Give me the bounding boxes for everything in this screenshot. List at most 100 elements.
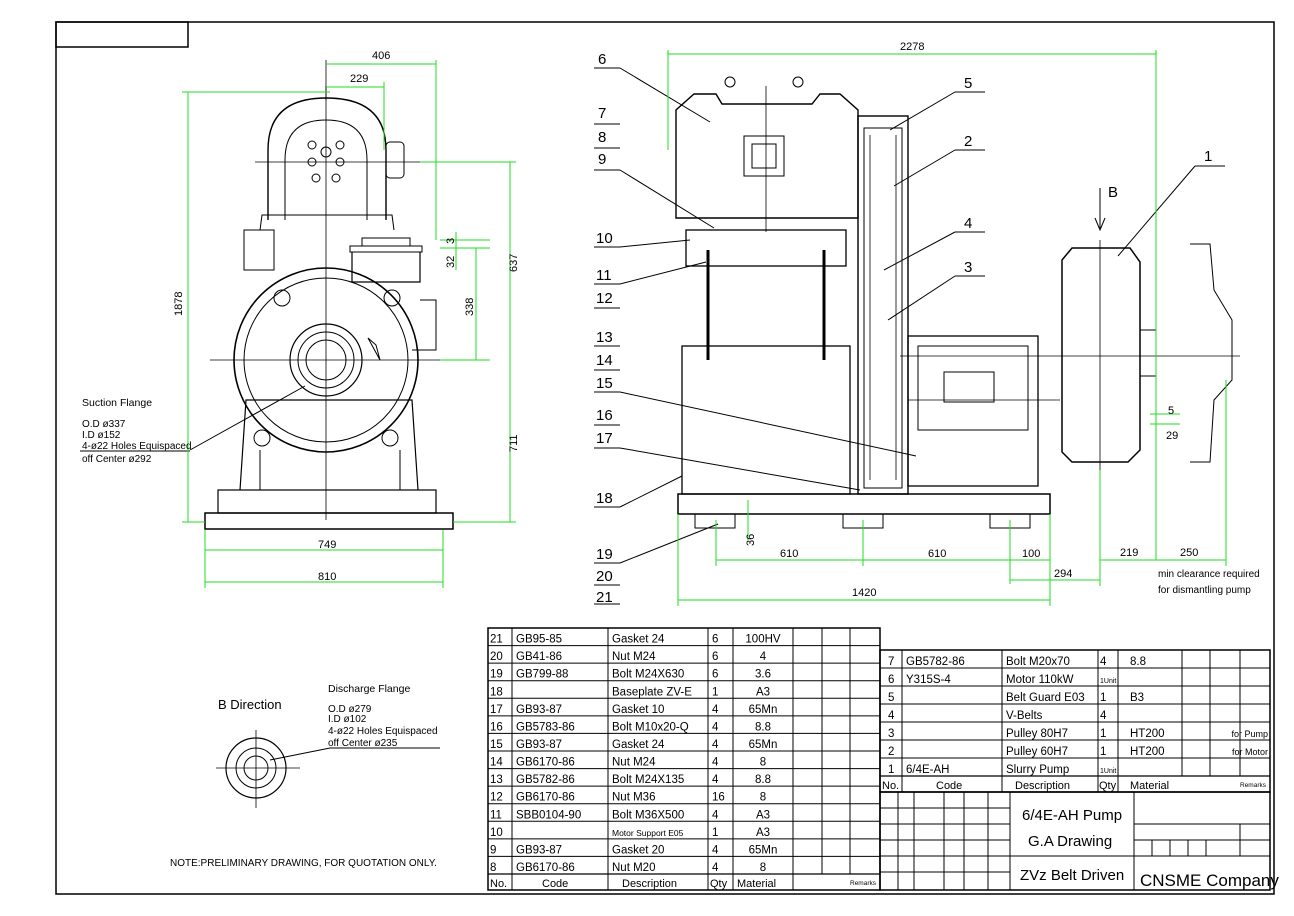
dim-side-span-2: 610 xyxy=(928,548,946,560)
bom-left-h-no: No. xyxy=(490,878,507,890)
bom-right-cell-material: 8.8 xyxy=(1130,656,1146,668)
direction-b-label: B xyxy=(1108,184,1118,201)
dim-side-base-length: 1420 xyxy=(852,587,876,599)
bom-left-cell-qty: 6 xyxy=(712,669,718,681)
bom-right-table xyxy=(879,649,1271,793)
bom-left-cell-no: 9 xyxy=(490,844,496,856)
bom-left-cell-no: 16 xyxy=(490,721,503,733)
bom-left-cell-material: 100HV xyxy=(745,634,780,646)
balloon-18: 18 xyxy=(596,490,613,507)
dim-side-foot-offset: 100 xyxy=(1022,548,1040,560)
balloon-8: 8 xyxy=(598,129,606,146)
bom-left-cell-qty: 4 xyxy=(712,809,719,821)
suction-flange-holes: 4-ø22 Holes Equispaced xyxy=(82,441,192,452)
bom-left-cell-no: 11 xyxy=(490,809,502,821)
bom-left-rows: 21 GB95-85 Gasket 24 6 100HV 20 GB41-86 Nut M24… xyxy=(490,634,781,874)
bom-left-cell-desc: Motor Support E05 xyxy=(612,828,684,838)
bom-right-cell-desc: Pulley 80H7 xyxy=(1006,728,1068,740)
bom-right-cell-material: HT200 xyxy=(1130,746,1165,758)
balloon-6: 6 xyxy=(598,51,606,68)
suction-flange-title: Suction Flange xyxy=(82,397,152,409)
dim-front-base-inner: 749 xyxy=(318,539,336,551)
bom-left-cell-qty: 4 xyxy=(712,704,719,716)
dim-front-top-width: 406 xyxy=(372,50,390,62)
bom-left-cell-code: GB6170-86 xyxy=(516,792,575,804)
bom-right-cell-desc: Slurry Pump xyxy=(1006,764,1069,776)
bom-left-cell-desc: Gasket 10 xyxy=(612,704,664,716)
dim-side-overall-length: 2278 xyxy=(900,41,924,53)
b-direction-view xyxy=(216,730,440,808)
bom-left-cell-material: 65Mn xyxy=(749,704,778,716)
discharge-flange-od: O.D ø279 xyxy=(328,704,372,715)
bom-left-cell-desc: Nut M24 xyxy=(612,651,656,663)
bom-right-cell-desc: Motor 110kW xyxy=(1006,674,1074,686)
bom-left-cell-no: 13 xyxy=(490,774,503,786)
bom-right-cell-no: 5 xyxy=(888,692,894,704)
bom-right-cell-code: GB5782-86 xyxy=(906,656,965,668)
bom-left-h-code: Code xyxy=(542,878,568,890)
preliminary-note: NOTE:PRELIMINARY DRAWING, FOR QUOTATION … xyxy=(170,858,437,869)
discharge-flange-holes: 4-ø22 Holes Equispaced xyxy=(328,726,438,737)
bom-right-cell-qty: 1Unit xyxy=(1100,768,1116,775)
bom-left-cell-desc: Nut M36 xyxy=(612,792,655,804)
title-drive: ZVz Belt Driven xyxy=(1020,867,1124,884)
dim-side-base-height: 36 xyxy=(745,534,757,546)
dim-side-pump-offset: 294 xyxy=(1054,568,1072,580)
bom-right-cell-qty: 4 xyxy=(1100,656,1107,668)
bom-left-cell-code: GB93-87 xyxy=(516,844,562,856)
balloon-9: 9 xyxy=(598,151,606,168)
bom-right-h-no: No. xyxy=(882,780,899,792)
bom-left-cell-code: GB5782-86 xyxy=(516,774,575,786)
bom-right-cell-no: 3 xyxy=(888,728,894,740)
bom-left-cell-no: 21 xyxy=(490,634,503,646)
dim-front-outlet-center: 338 xyxy=(464,298,476,316)
dim-front-base-outer: 810 xyxy=(318,571,336,583)
bom-right-cell-desc: Bolt M20x70 xyxy=(1006,656,1070,668)
bom-left-cell-code: GB95-85 xyxy=(516,634,562,646)
balloon-3: 3 xyxy=(964,259,972,276)
bom-right-cell-desc: V-Belts xyxy=(1006,710,1043,722)
bom-left-cell-code: GB6170-86 xyxy=(516,757,575,769)
bom-right-cell-material: B3 xyxy=(1130,692,1144,704)
dim-side-span-1: 610 xyxy=(780,548,798,560)
bom-left-cell-material: 65Mn xyxy=(749,844,778,856)
balloon-13: 13 xyxy=(596,329,613,346)
drawing-border xyxy=(55,21,1275,895)
bom-left-cell-material: 65Mn xyxy=(749,739,778,751)
bom-left-cell-material: 4 xyxy=(760,651,767,663)
front-view xyxy=(80,60,454,530)
bom-left-cell-desc: Gasket 24 xyxy=(612,634,665,646)
bom-left-cell-desc: Bolt M10x20-Q xyxy=(612,721,689,733)
balloon-1: 1 xyxy=(1204,148,1212,165)
bom-left-cell-code: GB6170-86 xyxy=(516,862,575,874)
bom-left-cell-desc: Nut M20 xyxy=(612,862,655,874)
bom-left-cell-qty: 4 xyxy=(712,721,719,733)
bom-left-h-mat: Material xyxy=(737,878,776,890)
bom-right-cell-desc: Belt Guard E03 xyxy=(1006,692,1085,704)
bom-left-cell-no: 20 xyxy=(490,651,503,663)
dim-side-shaft-a: 5 xyxy=(1168,405,1174,417)
balloon-7: 7 xyxy=(598,105,606,122)
dim-front-half-width: 229 xyxy=(350,73,368,85)
bom-left-cell-qty: 4 xyxy=(712,774,719,786)
side-view-leaders xyxy=(594,67,1225,605)
bom-left-cell-no: 8 xyxy=(490,862,496,874)
bom-left-table xyxy=(487,627,881,891)
bom-right-cell-qty: 1 xyxy=(1100,746,1106,758)
suction-flange-id: I.D ø152 xyxy=(82,430,121,441)
bom-left-cell-material: 8 xyxy=(760,757,766,769)
bom-left-h-rem: Remarks xyxy=(850,880,877,887)
bom-left-cell-qty: 4 xyxy=(712,739,719,751)
bom-left-cell-code: SBB0104-90 xyxy=(516,809,581,821)
bom-left-cell-code: GB41-86 xyxy=(516,651,562,663)
bom-left-cell-desc: Bolt M24X135 xyxy=(612,774,684,786)
bom-left-cell-qty: 16 xyxy=(712,792,725,804)
bom-left-h-qty: Qty xyxy=(710,878,728,890)
bom-left-cell-qty: 6 xyxy=(712,634,718,646)
bom-left-cell-qty: 4 xyxy=(712,862,719,874)
bom-right-cell-no: 7 xyxy=(888,656,894,668)
dim-side-clear-b: 250 xyxy=(1180,547,1198,559)
bom-right-h-rem: Remarks xyxy=(1240,782,1267,789)
dim-side-clear-a: 219 xyxy=(1120,547,1138,559)
